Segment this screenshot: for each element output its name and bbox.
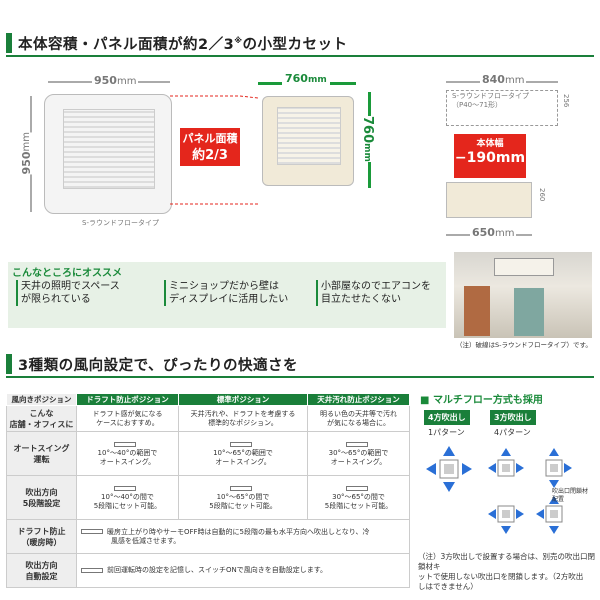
height-label-760: 760mm [360,116,375,162]
table-header: 風向きポジション [6,393,77,406]
row-label: こんな店舗・オフィスに [6,405,77,432]
four-way-sub: 1パターン [428,428,465,437]
section-1-title: 本体容積・パネル面積が約2／3※の小型カセット [18,35,348,53]
vent-diagram [345,485,368,491]
ceiling-unit-photo [494,258,554,276]
heading-bar-2 [6,354,12,374]
table-cell: 10°〜40°の範囲でオートスイング。 [76,431,179,476]
width-label-760: 760mm [282,72,330,85]
four-way-pattern [426,446,472,492]
table-header: 標準ポジション [177,393,309,406]
area-ratio-badge: パネル面積 約2/3 [180,128,240,166]
recommend-box [8,262,446,328]
recommend-item-3: 小部屋なのでエアコンを目立たせたくない [316,280,431,306]
outline-840 [446,90,558,126]
heading-bar [6,33,12,53]
closure-label: 吹出口閉鎖材配置 [552,488,589,503]
height-label-256: 256 [562,94,570,108]
three-way-sub: 4パターン [494,428,531,437]
vent-diagram [81,529,103,534]
table-header-row: 風向きポジション ドラフト防止ポジション 標準ポジション 天井汚れ防止ポジション [6,393,410,406]
table-cell: ドラフト感が気になるケースにおすすめ。 [76,405,179,432]
side-caption: S-ラウンドフロータイプ（P40〜71形） [452,92,529,109]
recommend-item-2: ミニショップだから壁はディスプレイに活用したい [164,280,288,306]
three-way-pattern-2 [545,448,572,488]
vent-diagram [114,441,137,447]
four-way-tag: 4方吹出し [424,410,470,425]
table-cell: 明るい色の天井等で汚れが気になる場合に。 [307,405,410,432]
row-label: ドラフト防止（暖房時） [6,519,77,554]
vent-diagram [114,485,137,491]
table-cell: 前回運転時の設定を記憶し、スイッチONで風向きを自動設定します。 [76,553,410,588]
reduction-badge: 本体幅 −190mm [454,134,526,178]
section-1-heading: 本体容積・パネル面積が約2／3※の小型カセット [6,32,594,57]
big-panel-image [44,94,172,214]
three-way-tag: 3方吹出し [490,410,536,425]
table-header: 天井汚れ防止ポジション [307,393,410,406]
airflow-patterns [426,446,572,534]
clothing-photo [464,286,490,336]
clothing-photo-2 [514,288,544,336]
table-row: こんな店舗・オフィスに ドラフト感が気になるケースにおすすめ。 天井汚れや、ドラ… [6,405,410,432]
ratio-line1: パネル面積 [182,132,238,145]
table-row: ドラフト防止（暖房時） 暖房立上がり時やサーモOFF時は自動的に5段階の最も水平… [6,519,410,554]
vent-diagram [345,441,368,447]
three-way-pattern-3 [488,505,524,534]
reduction-line1: 本体幅 [476,139,504,149]
room-photo [454,252,592,338]
small-panel-image [262,96,354,186]
row-label: オートスイング運転 [6,431,77,476]
width-label-840: 840mm [480,73,527,86]
ratio-line2: 約2/3 [192,148,228,163]
table-cell: 10°〜65°の範囲でオートスイング。 [177,431,309,476]
table-cell: 暖房立上がり時やサーモOFF時は自動的に5段階の最も水平方向へ吹出しとなり、冷風… [76,519,410,554]
height-label-260: 260 [538,188,546,202]
width-label-950: 950mm [92,74,139,87]
height-label-950: 950mm [20,132,33,175]
airflow-table: 風向きポジション ドラフト防止ポジション 標準ポジション 天井汚れ防止ポジション… [6,393,410,588]
reduction-line2: −190mm [454,150,526,166]
table-row: 吹出方向自動設定 前回運転時の設定を記憶し、スイッチONで風向きを自動設定します… [6,553,410,588]
unit-650-image [446,182,532,218]
row-label: 吹出方向自動設定 [6,553,77,588]
section-2-title: 3種類の風向設定で、ぴったりの快適さを [18,357,299,374]
three-way-pattern-1 [488,448,524,477]
table-row: オートスイング運転 10°〜40°の範囲でオートスイング。 10°〜65°の範囲… [6,431,410,476]
section-2-heading: 3種類の風向設定で、ぴったりの快適さを [6,353,594,378]
vent-diagram [229,441,252,447]
multiflow-title: ■ マルチフロー方式も採用 [420,395,543,406]
heading-underline-2 [6,376,594,378]
three-way-pattern-4 [536,496,563,534]
recommend-item-1: 天井の照明でスペースが限られている [16,280,120,306]
table-cell: 天井汚れや、ドラフトを考慮する標準的なポジション。 [177,405,309,432]
heading-underline [6,55,594,57]
recommend-title: こんなところにオススメ [12,268,122,279]
table-cell: 30°〜65°の範囲でオートスイング。 [307,431,410,476]
vent-diagram [229,485,252,491]
photo-note: （注）破線はS-ラウンドフロータイプ）です。 [456,341,592,349]
table-header: ドラフト防止ポジション [76,393,179,406]
width-label-650: 650mm [470,226,517,239]
multiflow-note: （注）3方吹出しで設置する場合は、別売の吹出口閉鎖材キ ットで使用しない吹出口を… [418,552,596,591]
dashed-connector [170,95,259,205]
vent-diagram [81,567,103,573]
big-panel-caption: S-ラウンドフロータイプ [82,219,159,227]
